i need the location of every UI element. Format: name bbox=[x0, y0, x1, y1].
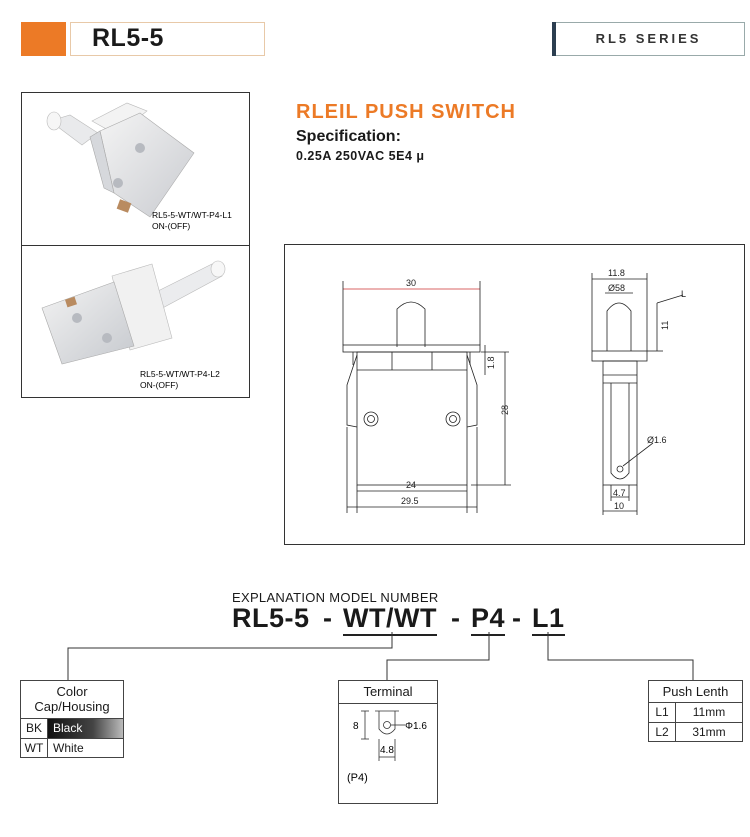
spec-label: Specification: bbox=[296, 128, 401, 145]
brand-color-block bbox=[21, 22, 66, 56]
front-view-labels: 30 1.8 28 24 29.5 bbox=[401, 278, 510, 506]
pn-dash-2: - bbox=[451, 603, 461, 633]
dim-base-width: 29.5 bbox=[401, 496, 419, 506]
photo-divider bbox=[21, 245, 250, 246]
color-box: Color Cap/Housing BK Black WT White bbox=[20, 680, 124, 758]
dim-plunger-dia: Ø58 bbox=[608, 283, 625, 293]
pn-terminal-code: P4 bbox=[471, 603, 506, 636]
series-badge bbox=[552, 22, 745, 56]
pn-dash-3: - bbox=[512, 603, 522, 633]
dim-plunger-length: 11 bbox=[660, 321, 670, 330]
color-row-white: WT White bbox=[21, 739, 123, 757]
terminal-width: 4.8 bbox=[380, 745, 394, 756]
terminal-height: 8 bbox=[353, 721, 359, 732]
push-length-box: Push Lenth L1 11mm L2 31mm bbox=[648, 680, 743, 742]
product-title: RLEIL PUSH SWITCH bbox=[296, 101, 516, 123]
dim-side-base-width: 10 bbox=[614, 501, 624, 511]
front-view bbox=[342, 281, 511, 513]
model-title-box bbox=[70, 22, 265, 56]
push-row-l2: L2 31mm bbox=[649, 723, 742, 742]
dim-terminal-width: 4.7 bbox=[613, 488, 626, 498]
photo-1-caption-2: ON-(OFF) bbox=[152, 221, 190, 231]
technical-drawing-frame bbox=[284, 244, 745, 545]
terminal-drawing: 8 Φ1.6 4.8 (P4) bbox=[347, 710, 427, 784]
series-label: RL5 SERIES bbox=[595, 31, 702, 46]
side-view-labels: 11.8 Ø58 11 L Ø1.6 4.7 10 bbox=[608, 268, 686, 511]
terminal-type: (P4) bbox=[347, 772, 368, 784]
product-photo-2: RL5-5-WT/WT-P4-L2 ON-(OFF) bbox=[41, 260, 226, 390]
push-row-l1: L1 11mm bbox=[649, 703, 742, 723]
dim-side-top-width: 11.8 bbox=[608, 268, 625, 278]
callout-lines bbox=[67, 632, 694, 680]
technical-drawing: 30 1.8 28 24 29.5 bbox=[342, 268, 686, 515]
terminal-hole: Φ1.6 bbox=[405, 721, 427, 732]
pn-series: RL5-5 bbox=[232, 603, 310, 633]
photo-2-caption-1: RL5-5-WT/WT-P4-L2 bbox=[140, 369, 220, 379]
terminal-box-title: Terminal bbox=[339, 681, 437, 704]
terminal-box: Terminal 8 Φ1.6 4.8 (P4) bbox=[338, 680, 438, 804]
dim-inner-width: 24 bbox=[406, 480, 416, 490]
model-title: RL5-5 bbox=[92, 24, 164, 52]
product-photo-1: RL5-5-WT/WT-P4-L1 ON-(OFF) bbox=[46, 102, 232, 231]
color-box-title-2: Cap/Housing bbox=[34, 699, 110, 714]
color-box-title-1: Color bbox=[56, 684, 88, 699]
pn-length-code: L1 bbox=[532, 603, 565, 636]
dim-body-height: 28 bbox=[500, 405, 510, 415]
push-length-title: Push Lenth bbox=[649, 681, 742, 703]
color-row-black: BK Black bbox=[21, 719, 123, 738]
photo-1-caption-1: RL5-5-WT/WT-P4-L1 bbox=[152, 210, 232, 220]
side-view bbox=[591, 273, 684, 515]
pn-color-code: WT/WT bbox=[343, 603, 437, 636]
spec-value: 0.25A 250VAC 5E4 μ bbox=[296, 149, 425, 163]
dim-cap-thickness: 1.8 bbox=[486, 356, 496, 369]
dim-top-width: 30 bbox=[406, 278, 416, 288]
photo-2-caption-2: ON-(OFF) bbox=[140, 380, 178, 390]
pn-dash-1: - bbox=[323, 603, 333, 633]
dim-length-label: L bbox=[681, 289, 686, 299]
dim-hole: Ø1.6 bbox=[647, 435, 667, 445]
explanation-label: EXPLANATION MODEL NUMBER bbox=[232, 590, 439, 605]
